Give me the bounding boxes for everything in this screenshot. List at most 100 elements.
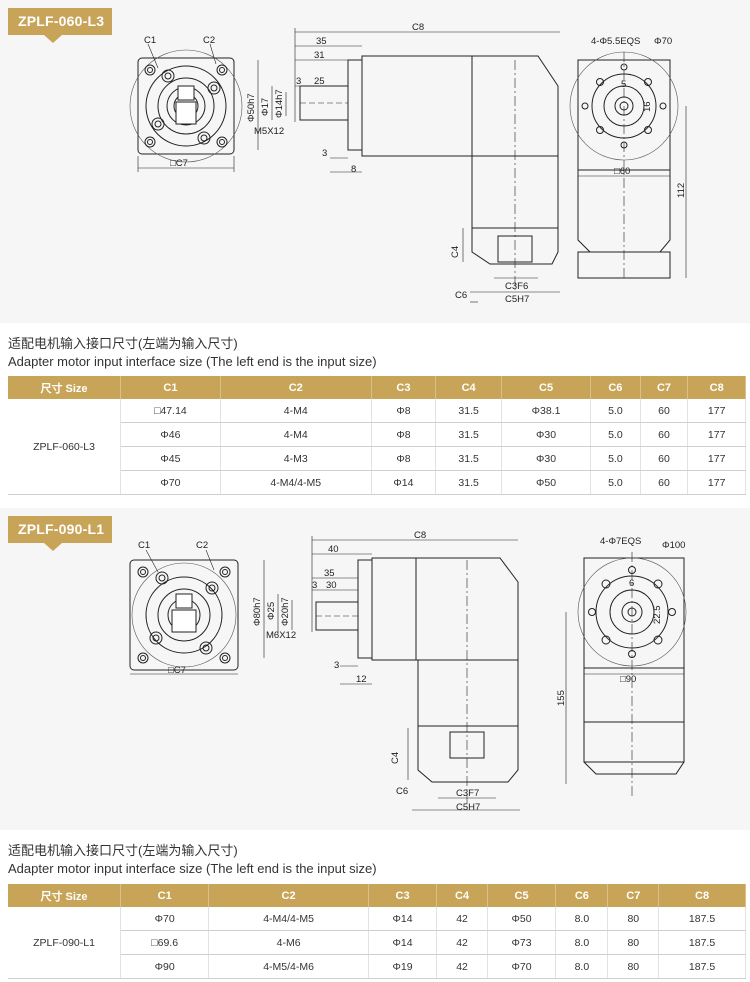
- cell: 4-M4/4-M5: [220, 470, 372, 495]
- cell: Φ70: [120, 470, 221, 495]
- technical-drawing-090: C1 C2 □C7 C8 40 35 3 30 Φ80h7 Φ25 Φ20h7 …: [129, 530, 687, 813]
- cell: Φ50: [487, 907, 557, 931]
- label-c7: □C7: [170, 158, 188, 169]
- label-dia-80: Φ80h7: [252, 597, 263, 626]
- drawing-panel-090: [0, 508, 750, 830]
- cell: Φ14: [368, 930, 438, 955]
- label-len-3: 3: [312, 580, 317, 591]
- cell: 177: [687, 422, 746, 447]
- cell: 8.0: [555, 954, 609, 979]
- cell: Φ30: [501, 422, 592, 447]
- header-c4: C4: [435, 376, 502, 399]
- cell: 31.5: [435, 422, 502, 447]
- cell: 4-M4/4-M5: [208, 907, 369, 931]
- front-flange-square: [137, 57, 235, 155]
- caption-cn-060: 适配电机输入接口尺寸(左端为输入尺寸): [8, 336, 238, 351]
- cell: 177: [687, 399, 746, 423]
- cell: 80: [607, 907, 660, 931]
- cell: 187.5: [658, 907, 746, 931]
- label-c1: C1: [144, 35, 156, 46]
- cell: 8.0: [555, 907, 609, 931]
- cell: 42: [436, 954, 488, 979]
- model-badge-label: ZPLF-060-L3: [18, 13, 105, 29]
- cell: 5.0: [590, 470, 641, 495]
- front-flange-bolt-circle: [129, 49, 243, 163]
- technical-drawing-060: C1 C2 □C7 C8 35 31 3 25 Φ50h7 Φ17 Φ14h7 …: [129, 22, 687, 305]
- model-badge-label: ZPLF-090-L1: [18, 521, 105, 537]
- label-len-35: 35: [324, 568, 335, 579]
- label-len-30: 30: [326, 580, 337, 591]
- label-flange-dia: Φ100: [662, 540, 685, 551]
- label-square: □60: [614, 166, 630, 177]
- cell: Φ8: [371, 422, 437, 447]
- label-len-25: 25: [314, 76, 325, 87]
- cell: □69.6: [120, 930, 210, 955]
- table-row: Φ70 4-M4/4-M5 Φ14 31.5 Φ50 5.0 60 177: [8, 470, 746, 495]
- label-c6: C6: [455, 290, 467, 301]
- cell: Φ70: [487, 954, 557, 979]
- caption-en-090: Adapter motor input interface size (The …: [8, 861, 377, 876]
- model-badge-060: ZPLF-060-L3: [8, 8, 113, 43]
- table-row: Φ45 4-M3 Φ8 31.5 Φ30 5.0 60 177: [8, 446, 746, 471]
- label-dia-20: Φ20h7: [280, 597, 291, 626]
- label-key: 6: [629, 578, 634, 589]
- header-c5: C5: [487, 884, 557, 907]
- cell: 5.0: [590, 422, 641, 447]
- cell: Φ70: [120, 907, 210, 931]
- label-gap-3: 3: [334, 660, 339, 671]
- header-c5: C5: [501, 376, 592, 399]
- cell: 31.5: [435, 446, 502, 471]
- cell: Φ38.1: [501, 399, 592, 423]
- label-eqs: 4-Φ5.5EQS: [591, 36, 640, 47]
- label-key: 5: [621, 79, 626, 90]
- model-badge-090: ZPLF-090-L1: [8, 516, 113, 551]
- table-row: ZPLF-060-L3 □47.14 4-M4 Φ8 31.5 Φ38.1 5.…: [8, 399, 746, 495]
- table-header-row: 尺寸 Size C1 C2 C3 C4 C5 C6 C7 C8: [8, 884, 746, 907]
- cell: Φ19: [368, 954, 438, 979]
- header-c4: C4: [436, 884, 488, 907]
- label-thread: M6X12: [266, 630, 296, 641]
- cell: 80: [607, 930, 660, 955]
- table-row: ZPLF-090-L1 Φ70 4-M4/4-M5 Φ14 42 Φ50 8.0…: [8, 907, 746, 979]
- label-dia-14: Φ14h7: [274, 89, 285, 118]
- cell: 42: [436, 930, 488, 955]
- label-len-3: 3: [296, 76, 301, 87]
- label-c5: C5H7: [456, 802, 480, 813]
- label-key-height: 16: [642, 101, 653, 112]
- cell: 80: [607, 954, 660, 979]
- spec-table-060: 尺寸 Size C1 C2 C3 C4 C5 C6 C7 C8 ZPLF-060…: [8, 376, 746, 495]
- label-flange-dia: Φ70: [654, 36, 672, 47]
- cell: 31.5: [435, 399, 502, 423]
- label-c3: C3F7: [456, 788, 479, 799]
- header-c2: C2: [208, 884, 369, 907]
- cell: 60: [640, 470, 689, 495]
- label-c4: C4: [450, 246, 461, 258]
- header-c6: C6: [555, 884, 609, 907]
- size-cell: ZPLF-090-L1: [8, 907, 121, 979]
- label-c8: C8: [412, 22, 424, 33]
- front-flange-body: [145, 65, 227, 147]
- spec-table-090: 尺寸 Size C1 C2 C3 C4 C5 C6 C7 C8 ZPLF-090…: [8, 884, 746, 979]
- label-c3: C3F6: [505, 281, 528, 292]
- cell: 187.5: [658, 954, 746, 979]
- label-c2: C2: [196, 540, 208, 551]
- header-c3: C3: [368, 884, 438, 907]
- header-size: 尺寸 Size: [8, 376, 121, 399]
- header-size: 尺寸 Size: [8, 884, 121, 907]
- cell: 4-M4: [220, 399, 372, 423]
- cell: Φ73: [487, 930, 557, 955]
- cell: Φ30: [501, 446, 592, 471]
- label-gap-8: 8: [351, 164, 356, 175]
- table-header-row: 尺寸 Size C1 C2 C3 C4 C5 C6 C7 C8: [8, 376, 746, 399]
- cell: 8.0: [555, 930, 609, 955]
- cell: Φ90: [120, 954, 210, 979]
- label-c8: C8: [414, 530, 426, 541]
- header-c8: C8: [687, 376, 746, 399]
- cell: 5.0: [590, 399, 641, 423]
- label-eqs: 4-Φ7EQS: [600, 536, 641, 547]
- table-row: □69.6 4-M6 Φ14 42 Φ73 8.0 80 187.5: [8, 930, 746, 955]
- cell: Φ46: [120, 422, 221, 447]
- cell: 4-M4: [220, 422, 372, 447]
- label-c5: C5H7: [505, 294, 529, 305]
- size-cell: ZPLF-060-L3: [8, 399, 121, 495]
